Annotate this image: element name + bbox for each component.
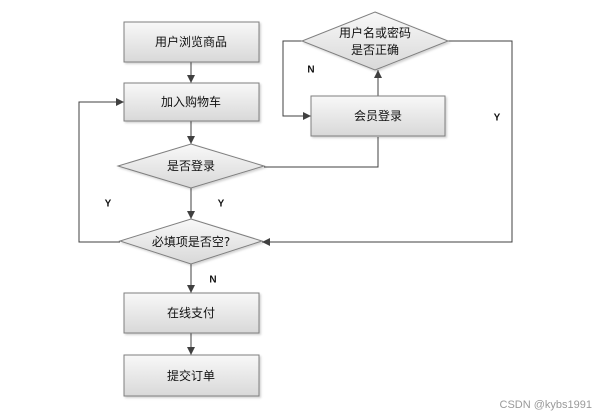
edge-required-empty-yes bbox=[78, 98, 124, 243]
node-add-to-cart: 加入购物车 bbox=[123, 82, 260, 122]
decision-required-fields-empty-label: 必填项是否空? bbox=[152, 235, 230, 249]
decision-check-credentials: 用户名或密码 是否正确 bbox=[300, 11, 450, 71]
decision-check-credentials-label-line1: 用户名或密码 bbox=[339, 25, 411, 40]
node-member-login-label: 会员登录 bbox=[354, 108, 402, 123]
decision-is-logged-in: 是否登录 bbox=[116, 143, 266, 189]
edge-label-required-empty-no: N bbox=[209, 275, 216, 286]
edge-label-required-empty-yes: Y bbox=[105, 199, 112, 210]
decision-is-logged-in-label: 是否登录 bbox=[167, 158, 215, 173]
node-member-login: 会员登录 bbox=[310, 95, 446, 137]
edge-credentials-yes bbox=[262, 40, 513, 246]
decision-required-fields-empty: 必填项是否空? bbox=[118, 218, 264, 265]
node-add-to-cart-label: 加入购物车 bbox=[161, 94, 221, 109]
node-pay-online-label: 在线支付 bbox=[167, 306, 215, 320]
edge-label-credentials-yes: Y bbox=[494, 113, 501, 124]
decision-check-credentials-label-line2: 是否正确 bbox=[351, 43, 399, 57]
edge-credentials-no bbox=[282, 40, 311, 120]
node-browse-products-label: 用户浏览商品 bbox=[155, 34, 227, 49]
edge-login-check-no bbox=[264, 137, 379, 168]
watermark: CSDN @kybs1991 bbox=[500, 399, 592, 411]
edge-label-logged-in-yes: Y bbox=[218, 199, 225, 210]
node-pay-online: 在线支付 bbox=[123, 292, 260, 334]
node-submit-order-label: 提交订单 bbox=[167, 368, 215, 383]
edge-label-credentials-no: N bbox=[307, 65, 314, 76]
node-browse-products: 用户浏览商品 bbox=[123, 21, 260, 63]
node-submit-order: 提交订单 bbox=[123, 354, 260, 397]
